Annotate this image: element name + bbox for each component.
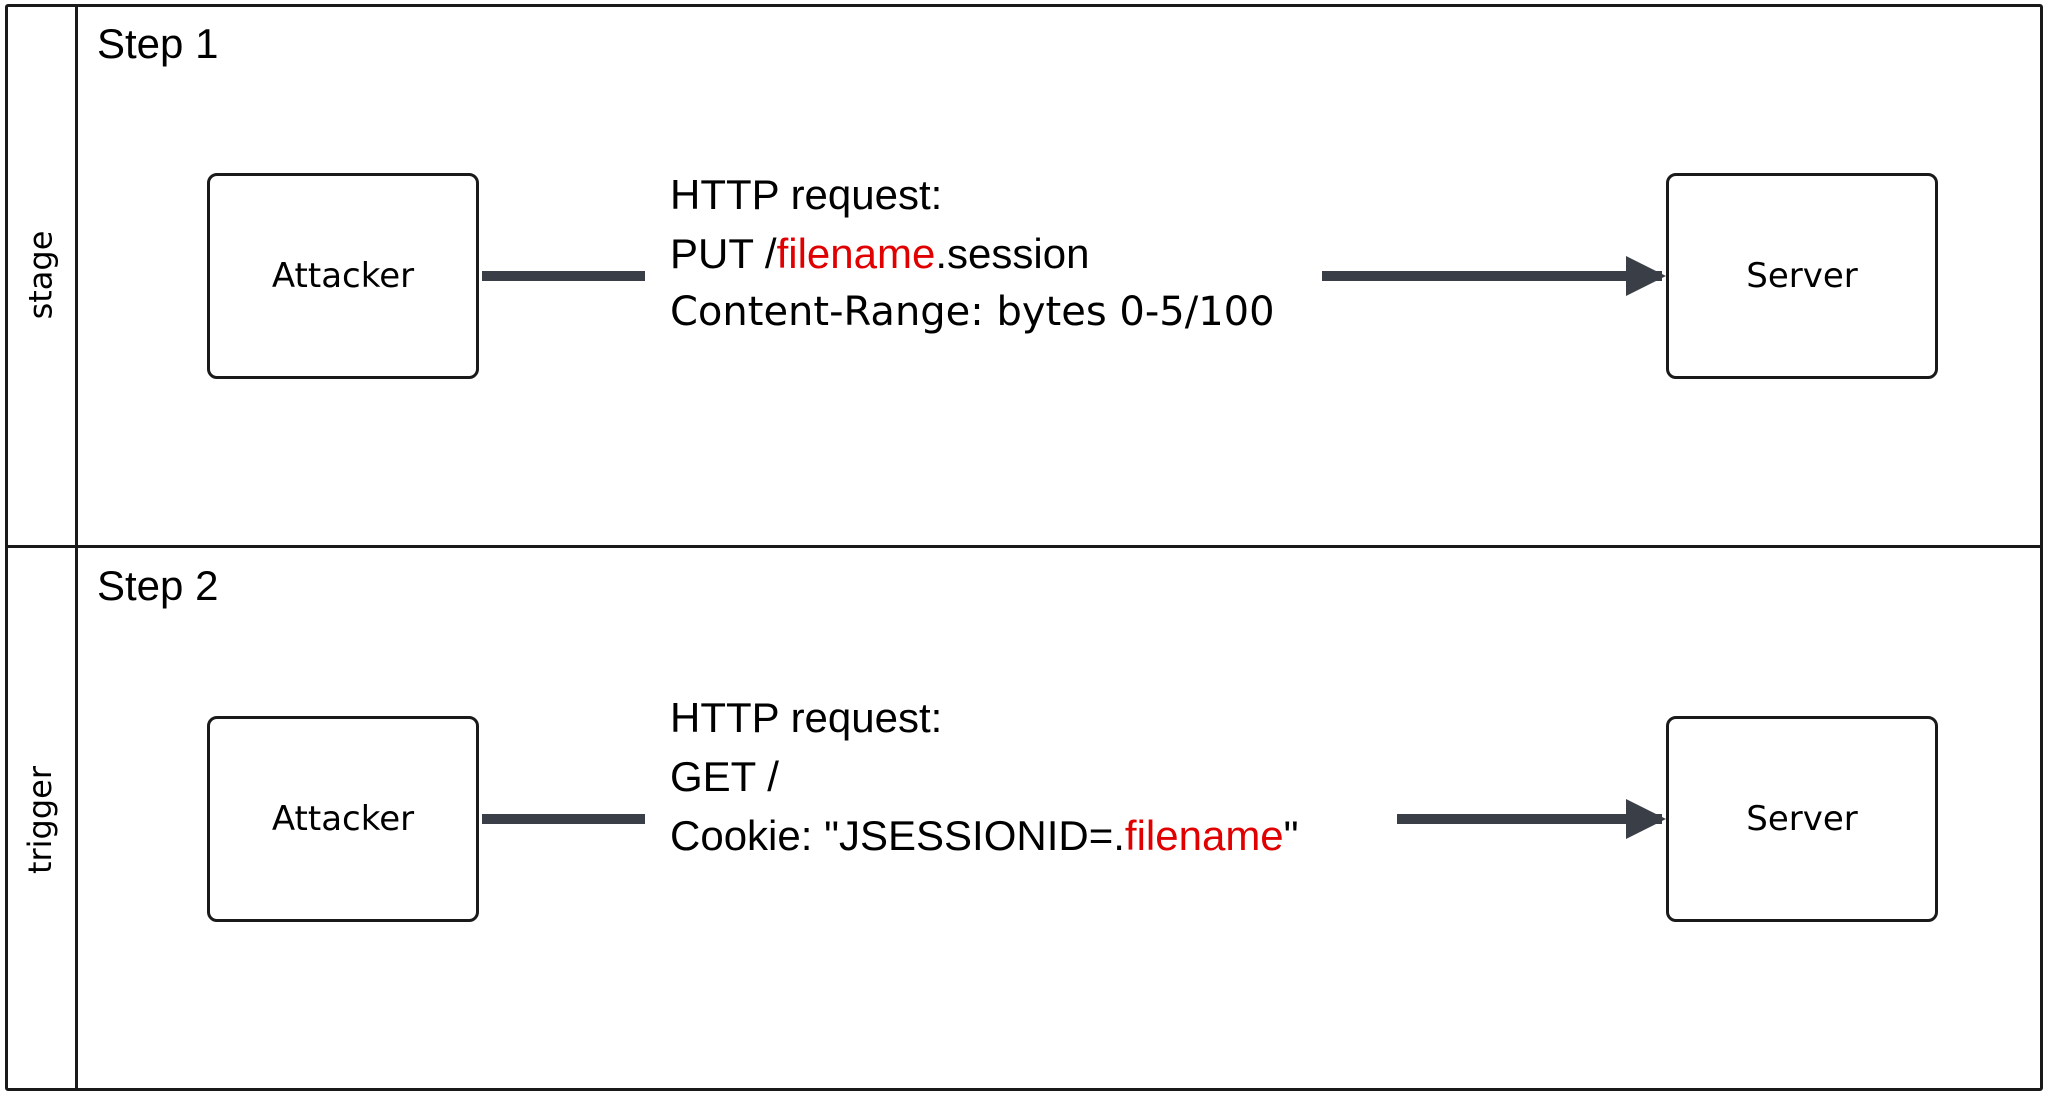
request-label-step-2: HTTP request: GET / Cookie: "JSESSIONID=…: [670, 688, 1299, 865]
node-label: Attacker: [271, 256, 415, 296]
lane-label-stage: stage: [21, 230, 60, 319]
request-line: Cookie: "JSESSIONID=.filename": [670, 812, 1299, 859]
request-line: GET /: [670, 753, 779, 800]
attacker-node-step-2: Attacker: [207, 716, 479, 922]
node-label: Server: [1746, 256, 1858, 296]
node-label: Server: [1746, 799, 1858, 839]
step-1-title: Step 1: [97, 20, 219, 67]
highlighted-filename: filename: [1124, 812, 1284, 859]
request-line: Content-Range: bytes 0-5/100: [670, 289, 1275, 335]
request-line: PUT /filename.session: [670, 230, 1090, 277]
step-2-title: Step 2: [97, 562, 219, 609]
request-line: HTTP request:: [670, 171, 943, 218]
server-node-step-2: Server: [1666, 716, 1938, 922]
attacker-node-step-1: Attacker: [207, 173, 479, 379]
request-label-step-1: HTTP request: PUT /filename.session Cont…: [670, 165, 1275, 342]
lane-divider: [5, 545, 2043, 548]
request-line: HTTP request:: [670, 694, 943, 741]
highlighted-filename: filename: [776, 230, 936, 277]
node-label: Attacker: [271, 799, 415, 839]
server-node-step-1: Server: [1666, 173, 1938, 379]
lane-label-trigger: trigger: [21, 765, 59, 874]
